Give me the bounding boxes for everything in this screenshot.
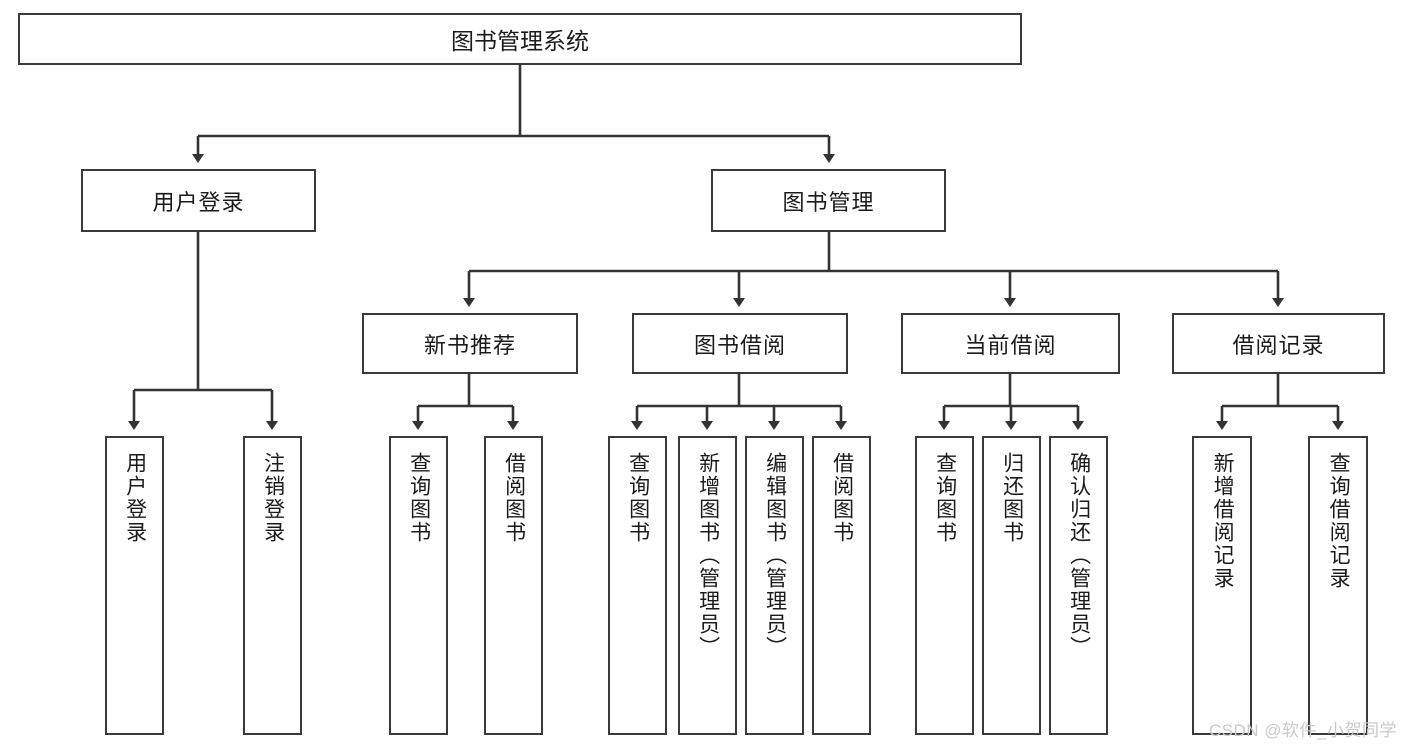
node-label: 归还图书 (1000, 452, 1024, 544)
node-label: 当前借阅 (964, 332, 1057, 358)
node-borrow-record[interactable]: 借阅记录 (1172, 313, 1385, 374)
node-label: 新书推荐 (423, 332, 516, 358)
node-leaf-query-book-2[interactable]: 查询图书 (608, 436, 667, 735)
node-leaf-add-book[interactable]: 新增图书（管理员） (678, 436, 737, 735)
node-leaf-borrow-book-1[interactable]: 借阅图书 (484, 436, 543, 735)
node-label: 用户登录 (123, 452, 147, 544)
node-label: 查询图书 (933, 452, 957, 544)
node-leaf-confirm-return[interactable]: 确认归还（管理员） (1049, 436, 1108, 735)
node-book-manage[interactable]: 图书管理 (711, 169, 946, 232)
node-label: 确认归还（管理员） (1067, 452, 1091, 659)
node-label: 借阅图书 (502, 452, 526, 544)
node-leaf-query-book-3[interactable]: 查询图书 (915, 436, 974, 735)
node-current-borrow[interactable]: 当前借阅 (901, 313, 1120, 374)
node-leaf-add-record[interactable]: 新增借阅记录 (1192, 436, 1252, 735)
node-label: 图书管理 (782, 189, 875, 215)
node-label: 图书管理系统 (451, 28, 589, 54)
node-label: 查询借阅记录 (1327, 452, 1351, 590)
node-label: 新增借阅记录 (1211, 452, 1235, 590)
node-label: 用户登录 (152, 189, 245, 215)
node-leaf-query-record[interactable]: 查询借阅记录 (1308, 436, 1368, 735)
node-leaf-logout-login[interactable]: 注销登录 (243, 436, 302, 735)
node-user-login[interactable]: 用户登录 (81, 169, 316, 232)
node-label: 图书借阅 (693, 332, 786, 358)
node-label: 查询图书 (407, 452, 431, 544)
watermark: CSDN @软件_小贺同学 (1208, 721, 1397, 740)
node-label: 编辑图书（管理员） (763, 452, 787, 659)
node-leaf-edit-book[interactable]: 编辑图书（管理员） (745, 436, 804, 735)
node-leaf-borrow-book-2[interactable]: 借阅图书 (812, 436, 871, 735)
node-leaf-query-book-1[interactable]: 查询图书 (389, 436, 448, 735)
node-label: 查询图书 (626, 452, 650, 544)
node-label: 借阅记录 (1232, 332, 1325, 358)
node-label: 新增图书（管理员） (696, 452, 720, 659)
node-leaf-user-login[interactable]: 用户登录 (105, 436, 164, 735)
node-label: 借阅图书 (830, 452, 854, 544)
node-root-system[interactable]: 图书管理系统 (18, 13, 1022, 65)
node-leaf-return-book[interactable]: 归还图书 (982, 436, 1041, 735)
node-new-book-recommend[interactable]: 新书推荐 (362, 313, 578, 374)
node-book-borrow[interactable]: 图书借阅 (632, 313, 848, 374)
node-label: 注销登录 (261, 452, 285, 544)
